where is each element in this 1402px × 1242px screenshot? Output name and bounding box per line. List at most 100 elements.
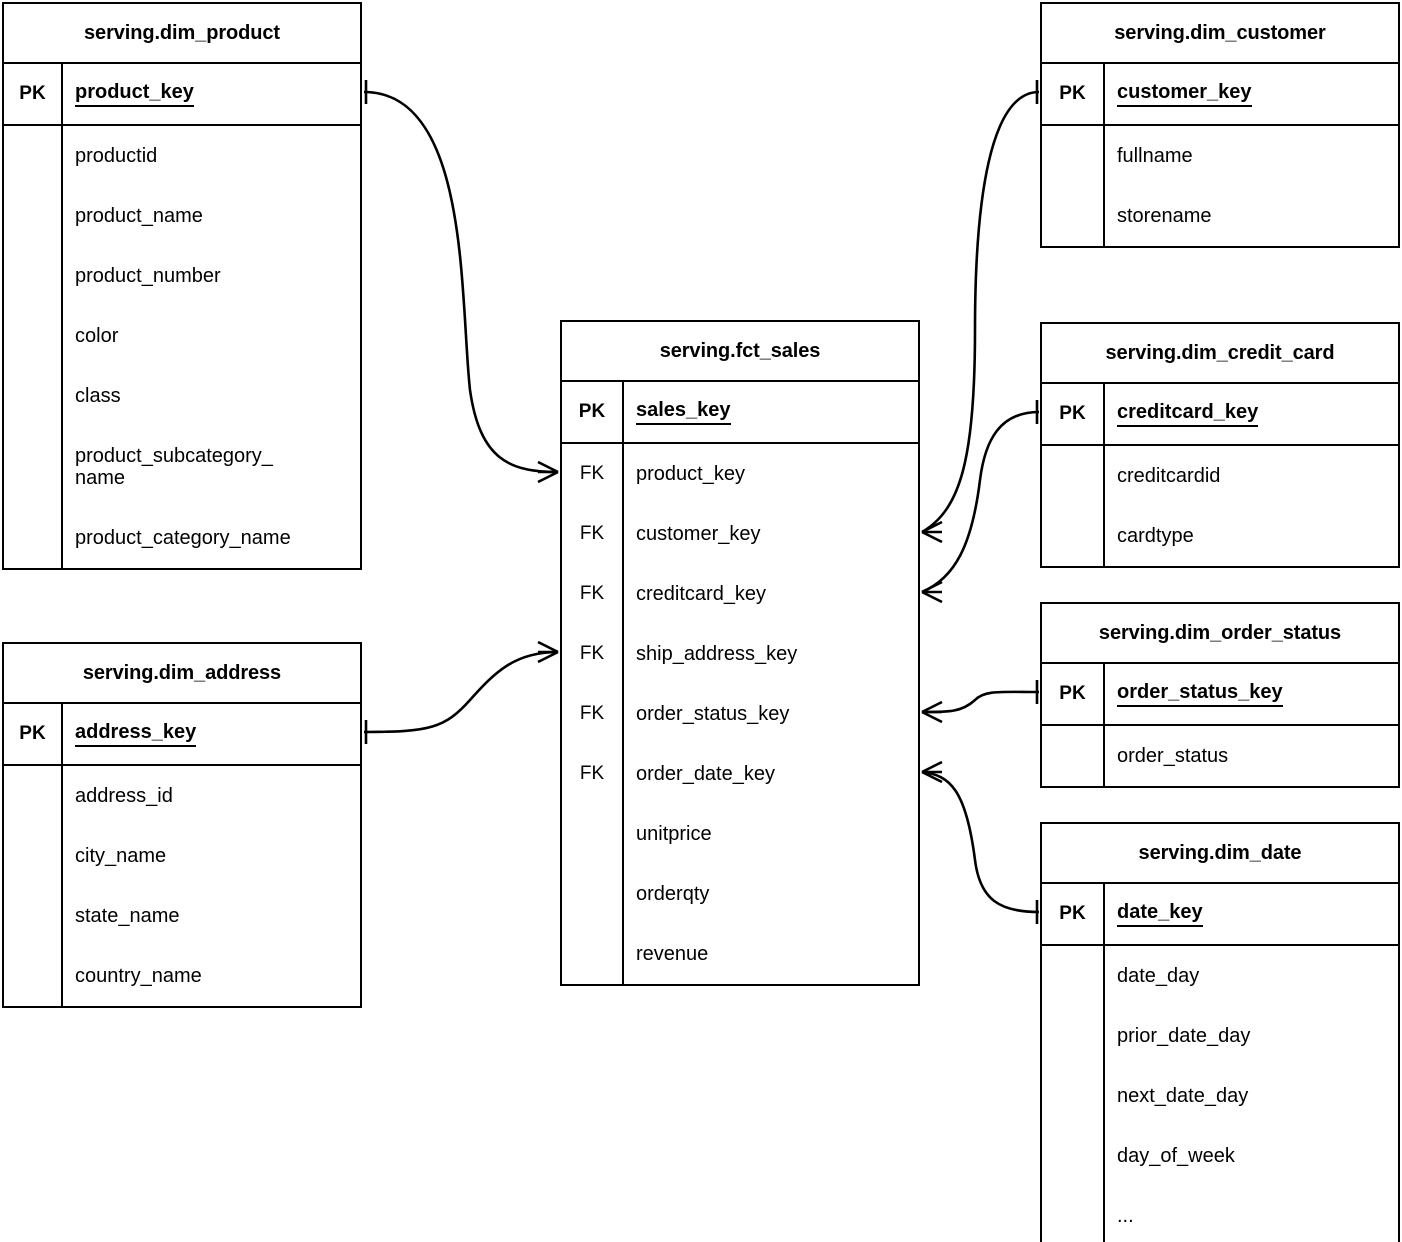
column-row-primary-key[interactable]: PK address_key: [4, 704, 360, 764]
column-row-primary-key[interactable]: PK creditcard_key: [1042, 384, 1398, 444]
column-name: address_id: [75, 784, 173, 807]
column-row[interactable]: productid: [4, 126, 360, 186]
column-row[interactable]: FK product_key: [562, 444, 918, 504]
pk-group-dim-address: PK address_key: [4, 704, 360, 766]
entity-dim-credit-card[interactable]: serving.dim_credit_card PK creditcard_ke…: [1040, 322, 1400, 568]
key-badge: [4, 946, 63, 1006]
column-row[interactable]: FK order_date_key: [562, 744, 918, 804]
column-row[interactable]: orderqty: [562, 864, 918, 924]
column-row[interactable]: product_category_name: [4, 508, 360, 568]
pk-group-dim-order-status: PK order_status_key: [1042, 664, 1398, 726]
entity-title-dim-address: serving.dim_address: [4, 644, 360, 704]
column-row[interactable]: address_id: [4, 766, 360, 826]
column-row[interactable]: city_name: [4, 826, 360, 886]
column-row[interactable]: product_name: [4, 186, 360, 246]
key-badge-fk: FK: [562, 744, 624, 804]
column-row[interactable]: next_date_day: [1042, 1066, 1398, 1126]
key-badge-pk: PK: [562, 382, 624, 442]
attribute-group-dim-address: address_id city_name state_name country_…: [4, 766, 360, 1006]
column-row[interactable]: unitprice: [562, 804, 918, 864]
column-row-primary-key[interactable]: PK product_key: [4, 64, 360, 124]
entity-title-dim-date: serving.dim_date: [1042, 824, 1398, 884]
entity-dim-address[interactable]: serving.dim_address PK address_key addre…: [2, 642, 362, 1008]
pk-group-dim-product: PK product_key: [4, 64, 360, 126]
column-name: date_day: [1117, 964, 1200, 987]
key-badge-pk: PK: [1042, 384, 1105, 444]
crowsfoot-fctsales-orderdate: [921, 760, 943, 784]
column-row[interactable]: color: [4, 306, 360, 366]
pk-group-dim-credit-card: PK creditcard_key: [1042, 384, 1398, 446]
column-row-primary-key[interactable]: PK date_key: [1042, 884, 1398, 944]
entity-title-dim-credit-card: serving.dim_credit_card: [1042, 324, 1398, 384]
attribute-group-dim-order-status: order_status: [1042, 726, 1398, 786]
column-row[interactable]: date_day: [1042, 946, 1398, 1006]
column-name: order_status_key: [636, 702, 790, 725]
column-name: country_name: [75, 964, 202, 987]
column-row[interactable]: product_subcategory_ name: [4, 426, 360, 508]
column-row[interactable]: FK creditcard_key: [562, 564, 918, 624]
key-badge: [562, 804, 624, 864]
column-row[interactable]: FK ship_address_key: [562, 624, 918, 684]
column-name: unitprice: [636, 822, 712, 845]
column-row[interactable]: creditcardid: [1042, 446, 1398, 506]
entity-dim-product[interactable]: serving.dim_product PK product_key produ…: [2, 2, 362, 570]
entity-fct-sales[interactable]: serving.fct_sales PK sales_key FK produc…: [560, 320, 920, 986]
key-badge-pk: PK: [1042, 664, 1105, 724]
edge-address-to-fctsales: [363, 650, 559, 734]
column-row[interactable]: product_number: [4, 246, 360, 306]
column-name: class: [75, 384, 121, 407]
entity-title-dim-product: serving.dim_product: [4, 4, 360, 64]
column-row[interactable]: country_name: [4, 946, 360, 1006]
column-name: sales_key: [624, 399, 918, 425]
attribute-group-dim-product: productid product_name product_number co…: [4, 126, 360, 568]
attribute-group-fct-sales: FK product_key FK customer_key FK credit…: [562, 444, 918, 984]
column-row-primary-key[interactable]: PK customer_key: [1042, 64, 1398, 124]
column-row[interactable]: storename: [1042, 186, 1398, 246]
column-name: order_status_key: [1105, 681, 1398, 707]
key-badge: [1042, 126, 1105, 186]
entity-dim-date[interactable]: serving.dim_date PK date_key date_day pr…: [1040, 822, 1400, 1242]
column-row[interactable]: order_status: [1042, 726, 1398, 786]
column-row[interactable]: day_of_week: [1042, 1126, 1398, 1186]
key-badge-fk: FK: [562, 684, 624, 744]
column-name: creditcard_key: [636, 582, 767, 605]
entity-dim-customer[interactable]: serving.dim_customer PK customer_key ful…: [1040, 2, 1400, 248]
key-badge: [4, 826, 63, 886]
crowsfoot-fctsales-orderstatus: [921, 700, 943, 724]
column-row[interactable]: state_name: [4, 886, 360, 946]
crowsfoot-fctsales-customer: [921, 520, 943, 544]
attribute-group-dim-credit-card: creditcardid cardtype: [1042, 446, 1398, 566]
entity-title-dim-customer: serving.dim_customer: [1042, 4, 1398, 64]
key-badge: [1042, 1186, 1105, 1242]
column-row[interactable]: prior_date_day: [1042, 1006, 1398, 1066]
crowsfoot-fctsales-shipaddress: [537, 640, 559, 664]
column-row[interactable]: revenue: [562, 924, 918, 984]
column-name: date_key: [1105, 901, 1398, 927]
column-name: order_status: [1117, 744, 1229, 767]
column-name: cardtype: [1117, 524, 1194, 547]
key-badge: [4, 126, 63, 186]
column-name: product_category_name: [75, 526, 291, 549]
column-row-primary-key[interactable]: PK order_status_key: [1042, 664, 1398, 724]
key-badge-pk: PK: [1042, 64, 1105, 124]
key-badge: [4, 508, 63, 568]
key-badge: [4, 886, 63, 946]
key-badge: [1042, 1126, 1105, 1186]
column-row[interactable]: fullname: [1042, 126, 1398, 186]
edge-orderstatus-to-fctsales: [921, 690, 1040, 714]
key-badge-fk: FK: [562, 564, 624, 624]
column-row[interactable]: FK order_status_key: [562, 684, 918, 744]
column-name: prior_date_day: [1117, 1024, 1251, 1047]
entity-title-dim-order-status: serving.dim_order_status: [1042, 604, 1398, 664]
entity-title-fct-sales: serving.fct_sales: [562, 322, 918, 382]
column-name: creditcardid: [1117, 464, 1221, 487]
column-row[interactable]: FK customer_key: [562, 504, 918, 564]
column-row[interactable]: cardtype: [1042, 506, 1398, 566]
column-row-primary-key[interactable]: PK sales_key: [562, 382, 918, 442]
column-row[interactable]: class: [4, 366, 360, 426]
entity-dim-order-status[interactable]: serving.dim_order_status PK order_status…: [1040, 602, 1400, 788]
crowsfoot-fctsales-creditcard: [921, 580, 943, 604]
column-row[interactable]: ...: [1042, 1186, 1398, 1242]
pk-group-dim-date: PK date_key: [1042, 884, 1398, 946]
key-badge-pk: PK: [4, 704, 63, 764]
